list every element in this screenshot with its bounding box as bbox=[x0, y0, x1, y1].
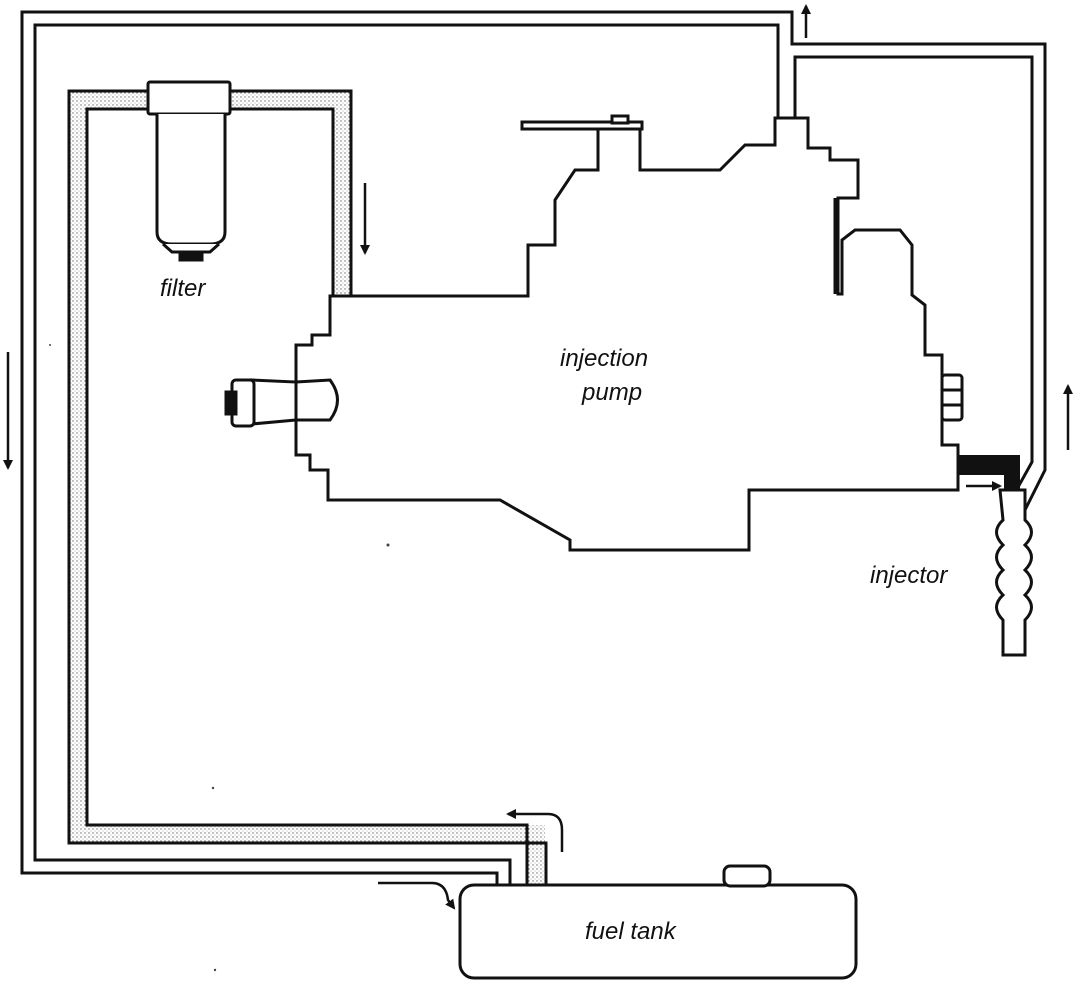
filter bbox=[146, 80, 232, 262]
fuel-tank-label: fuel tank bbox=[585, 918, 676, 945]
injection-pump bbox=[294, 114, 960, 552]
arrow-left-tank bbox=[506, 809, 564, 852]
supply-line bbox=[67, 89, 548, 887]
return-line bbox=[20, 10, 1047, 887]
injection-pump-label-line1: injection bbox=[560, 345, 649, 372]
pump-nut bbox=[940, 373, 964, 422]
filter-label: filter bbox=[160, 275, 206, 302]
arrow-into-tank bbox=[378, 881, 456, 910]
injector-label: injector bbox=[870, 562, 948, 589]
pump-drive-fitting bbox=[224, 378, 339, 428]
flow-arrows bbox=[3, 4, 1073, 910]
injection-pump-label-line2: pump bbox=[582, 379, 643, 406]
fuel-tank bbox=[458, 864, 858, 980]
high-pressure-pipe bbox=[958, 455, 1020, 490]
injector bbox=[995, 488, 1033, 657]
speck-marks bbox=[49, 344, 390, 972]
